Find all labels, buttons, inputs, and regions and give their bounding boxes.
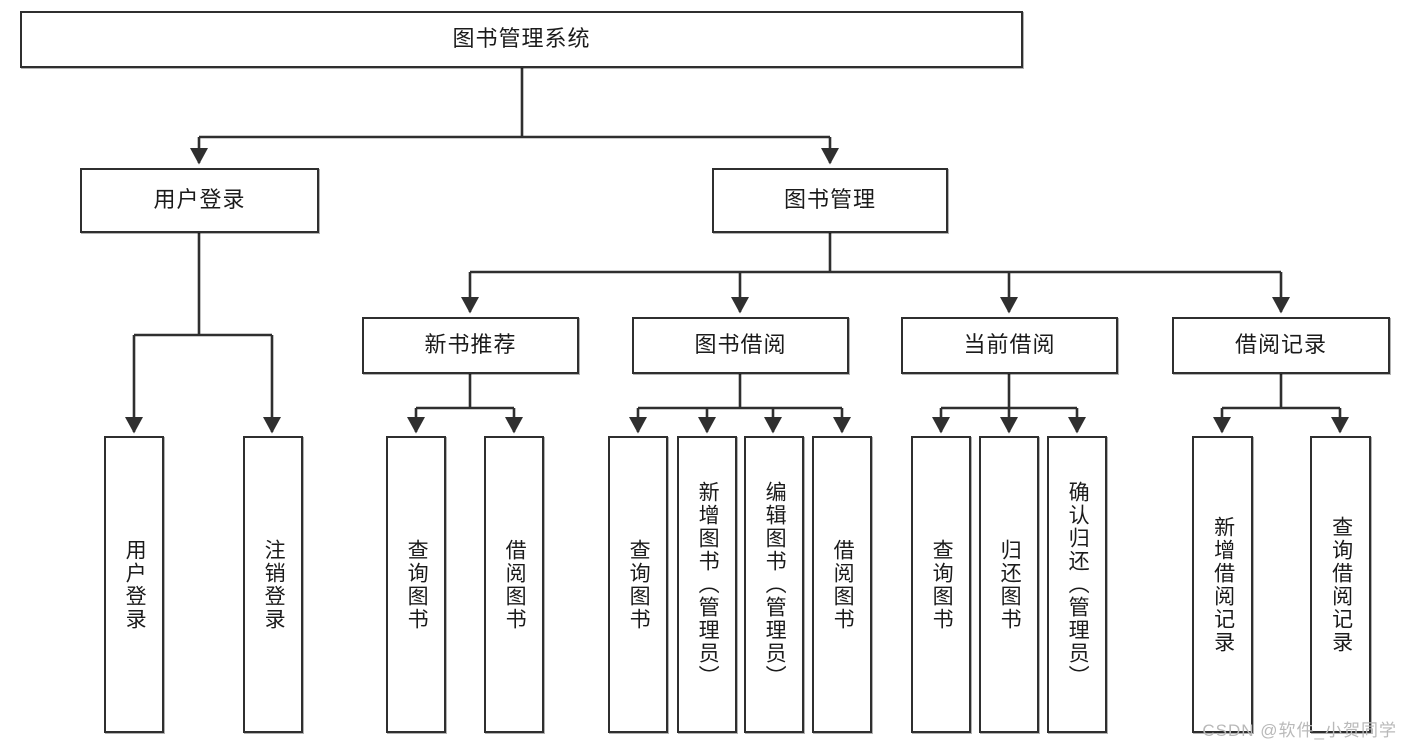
node-label: 图书借阅 <box>694 332 787 358</box>
node-root-system[interactable]: 图书管理系统 <box>20 11 1023 68</box>
node-leaf-add-borrow-record[interactable]: 新增借阅记录 <box>1192 436 1253 733</box>
node-label: 查询图书 <box>930 538 954 631</box>
node-label: 归还图书 <box>998 538 1022 631</box>
node-borrow-record[interactable]: 借阅记录 <box>1172 317 1390 374</box>
node-current-borrow[interactable]: 当前借阅 <box>901 317 1118 374</box>
node-leaf-user-login[interactable]: 用户登录 <box>104 436 164 733</box>
node-label: 图书管理 <box>783 187 876 213</box>
node-leaf-borrow-book-2[interactable]: 借阅图书 <box>812 436 872 733</box>
node-label: 新增图书（管理员） <box>696 481 720 688</box>
node-user-login[interactable]: 用户登录 <box>80 168 319 233</box>
node-leaf-query-book-3[interactable]: 查询图书 <box>911 436 971 733</box>
node-leaf-return-book[interactable]: 归还图书 <box>979 436 1039 733</box>
node-label: 图书管理系统 <box>452 26 591 52</box>
watermark: CSDN @软件_小贺同学 <box>1202 721 1397 740</box>
node-label: 注销登录 <box>262 538 286 631</box>
node-label: 用户登录 <box>153 187 246 213</box>
node-label: 借阅图书 <box>503 538 527 631</box>
node-label: 查询图书 <box>627 538 651 631</box>
node-leaf-add-book-admin[interactable]: 新增图书（管理员） <box>677 436 737 733</box>
node-leaf-logout-login[interactable]: 注销登录 <box>243 436 303 733</box>
node-label: 编辑图书（管理员） <box>763 481 787 688</box>
node-label: 新增借阅记录 <box>1211 515 1235 654</box>
node-leaf-query-book-1[interactable]: 查询图书 <box>386 436 446 733</box>
node-label: 新书推荐 <box>424 332 517 358</box>
node-label: 当前借阅 <box>963 332 1056 358</box>
node-leaf-query-borrow-record[interactable]: 查询借阅记录 <box>1310 436 1371 733</box>
node-leaf-borrow-book-1[interactable]: 借阅图书 <box>484 436 544 733</box>
node-leaf-edit-book-admin[interactable]: 编辑图书（管理员） <box>744 436 804 733</box>
node-label: 借阅记录 <box>1234 332 1327 358</box>
node-label: 借阅图书 <box>831 538 855 631</box>
node-book-management[interactable]: 图书管理 <box>712 168 948 233</box>
node-leaf-confirm-return-admin[interactable]: 确认归还（管理员） <box>1047 436 1107 733</box>
node-new-book-recommend[interactable]: 新书推荐 <box>362 317 579 374</box>
node-leaf-query-book-2[interactable]: 查询图书 <box>608 436 668 733</box>
node-label: 查询借阅记录 <box>1329 515 1353 654</box>
node-label: 确认归还（管理员） <box>1066 481 1090 688</box>
node-book-borrow[interactable]: 图书借阅 <box>632 317 849 374</box>
node-label: 用户登录 <box>123 538 147 631</box>
node-label: 查询图书 <box>405 538 429 631</box>
